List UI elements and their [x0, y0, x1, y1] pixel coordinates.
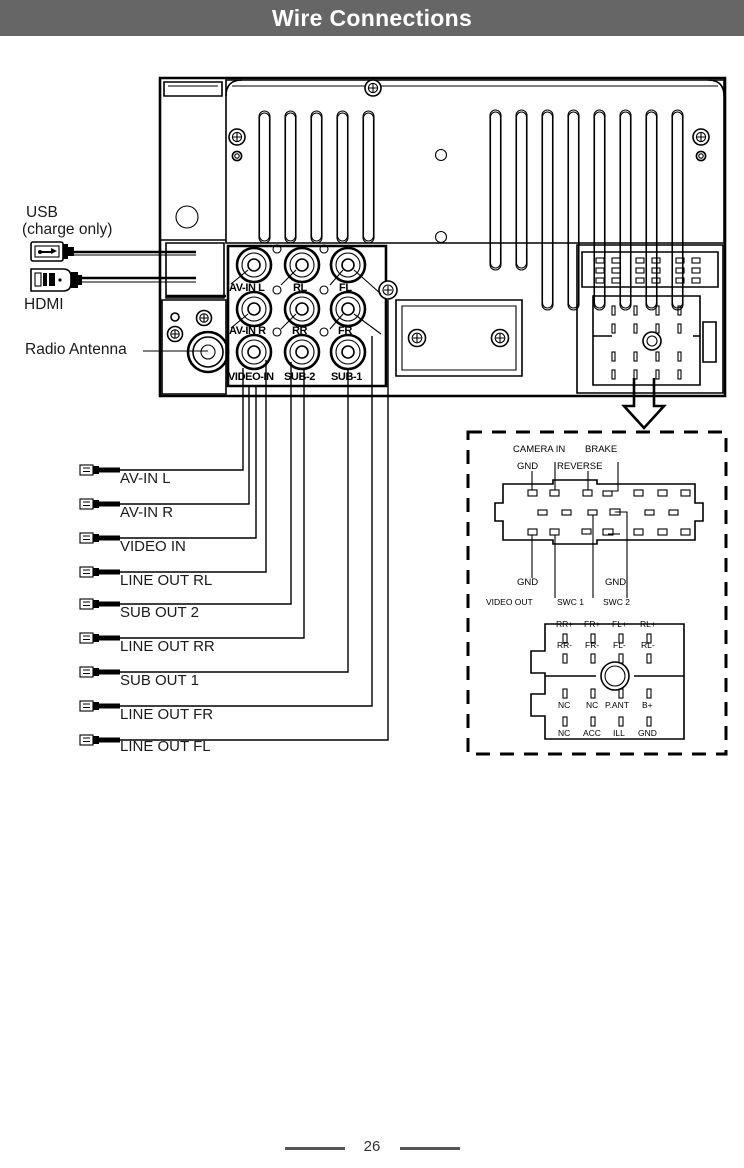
wire-label-av-in-r: AV-IN R — [120, 504, 174, 521]
wire-plug-icons — [79, 464, 120, 746]
usb-callout-line1: USB — [26, 204, 58, 221]
jack-label-video-in: VIDEO-IN — [228, 371, 274, 383]
pin-label-rr-plus: RR+ — [556, 619, 574, 629]
hdmi-plug-icon — [30, 268, 82, 292]
pin-label-fl-plus: FL+ — [612, 619, 627, 629]
footer-rule-right — [400, 1147, 460, 1150]
pin-label-fr-minus: FR- — [585, 640, 600, 650]
jack-label-sub-1: SUB-1 — [331, 371, 363, 383]
pin-label-gnd-b: GND — [517, 577, 539, 588]
pin-label-fl-minus: FL- — [613, 640, 626, 650]
pin-label-reverse: REVERSE — [557, 461, 603, 472]
page-header-bar: Wire Connections — [0, 0, 744, 36]
hdmi-callout: HDMI — [24, 296, 64, 313]
usb-callout-line2: (charge only) — [22, 221, 113, 238]
wire-label-line-out-fr: LINE OUT FR — [120, 706, 214, 723]
radio-antenna-callout: Radio Antenna — [25, 341, 127, 358]
pin-label-p-ant: P.ANT — [605, 700, 629, 710]
pin-label-fr-plus: FR+ — [584, 619, 601, 629]
pin-label-ill: ILL — [613, 728, 625, 738]
usb-plug-icon — [30, 241, 74, 262]
page-number: 26 — [363, 1138, 381, 1155]
jack-label-av-in-l: AV-IN L — [229, 282, 265, 294]
jack-label-av-in-r: AV-IN R — [229, 325, 266, 337]
pin-label-nc-3: NC — [558, 728, 571, 738]
pin-label-b-plus: B+ — [642, 700, 653, 710]
jack-label-fl: FL — [339, 282, 352, 294]
pin-label-brake: BRAKE — [585, 444, 618, 455]
pin-label-nc-1: NC — [558, 700, 571, 710]
page-title: Wire Connections — [271, 4, 473, 31]
footer-rule-left — [285, 1147, 345, 1150]
pin-label-gnd-d: GND — [638, 728, 657, 738]
wire-label-av-in-l: AV-IN L — [120, 470, 171, 487]
page-footer: 26 — [0, 1138, 744, 1162]
pin-label-swc1: SWC 1 — [557, 597, 584, 607]
pin-label-video-out: VIDEO OUT — [486, 597, 533, 607]
pin-label-rr-minus: RR- — [557, 640, 573, 650]
jack-label-sub-2: SUB-2 — [284, 371, 316, 383]
wire-label-sub-out-1: SUB OUT 1 — [120, 672, 199, 689]
pin-label-nc-2: NC — [586, 700, 599, 710]
pin-label-camera-in: CAMERA IN — [513, 444, 566, 455]
wire-label-video-in: VIDEO IN — [120, 538, 186, 555]
wire-label-line-out-fl: LINE OUT FL — [120, 738, 211, 755]
wire-label-line-out-rr: LINE OUT RR — [120, 638, 215, 655]
pin-label-rl-plus: RL+ — [640, 619, 656, 629]
wire-label-sub-out-2: SUB OUT 2 — [120, 604, 199, 621]
jack-label-rr: RR — [292, 325, 308, 337]
pin-label-rl-minus: RL- — [641, 640, 655, 650]
pin-label-gnd-c: GND — [605, 577, 627, 588]
pin-label-acc: ACC — [583, 728, 601, 738]
wire-label-line-out-rl: LINE OUT RL — [120, 572, 213, 589]
jack-label-rl: RL — [293, 282, 307, 294]
pin-label-gnd-a: GND — [517, 461, 539, 472]
pin-label-swc2: SWC 2 — [603, 597, 630, 607]
jack-label-fr: FR — [338, 325, 352, 337]
